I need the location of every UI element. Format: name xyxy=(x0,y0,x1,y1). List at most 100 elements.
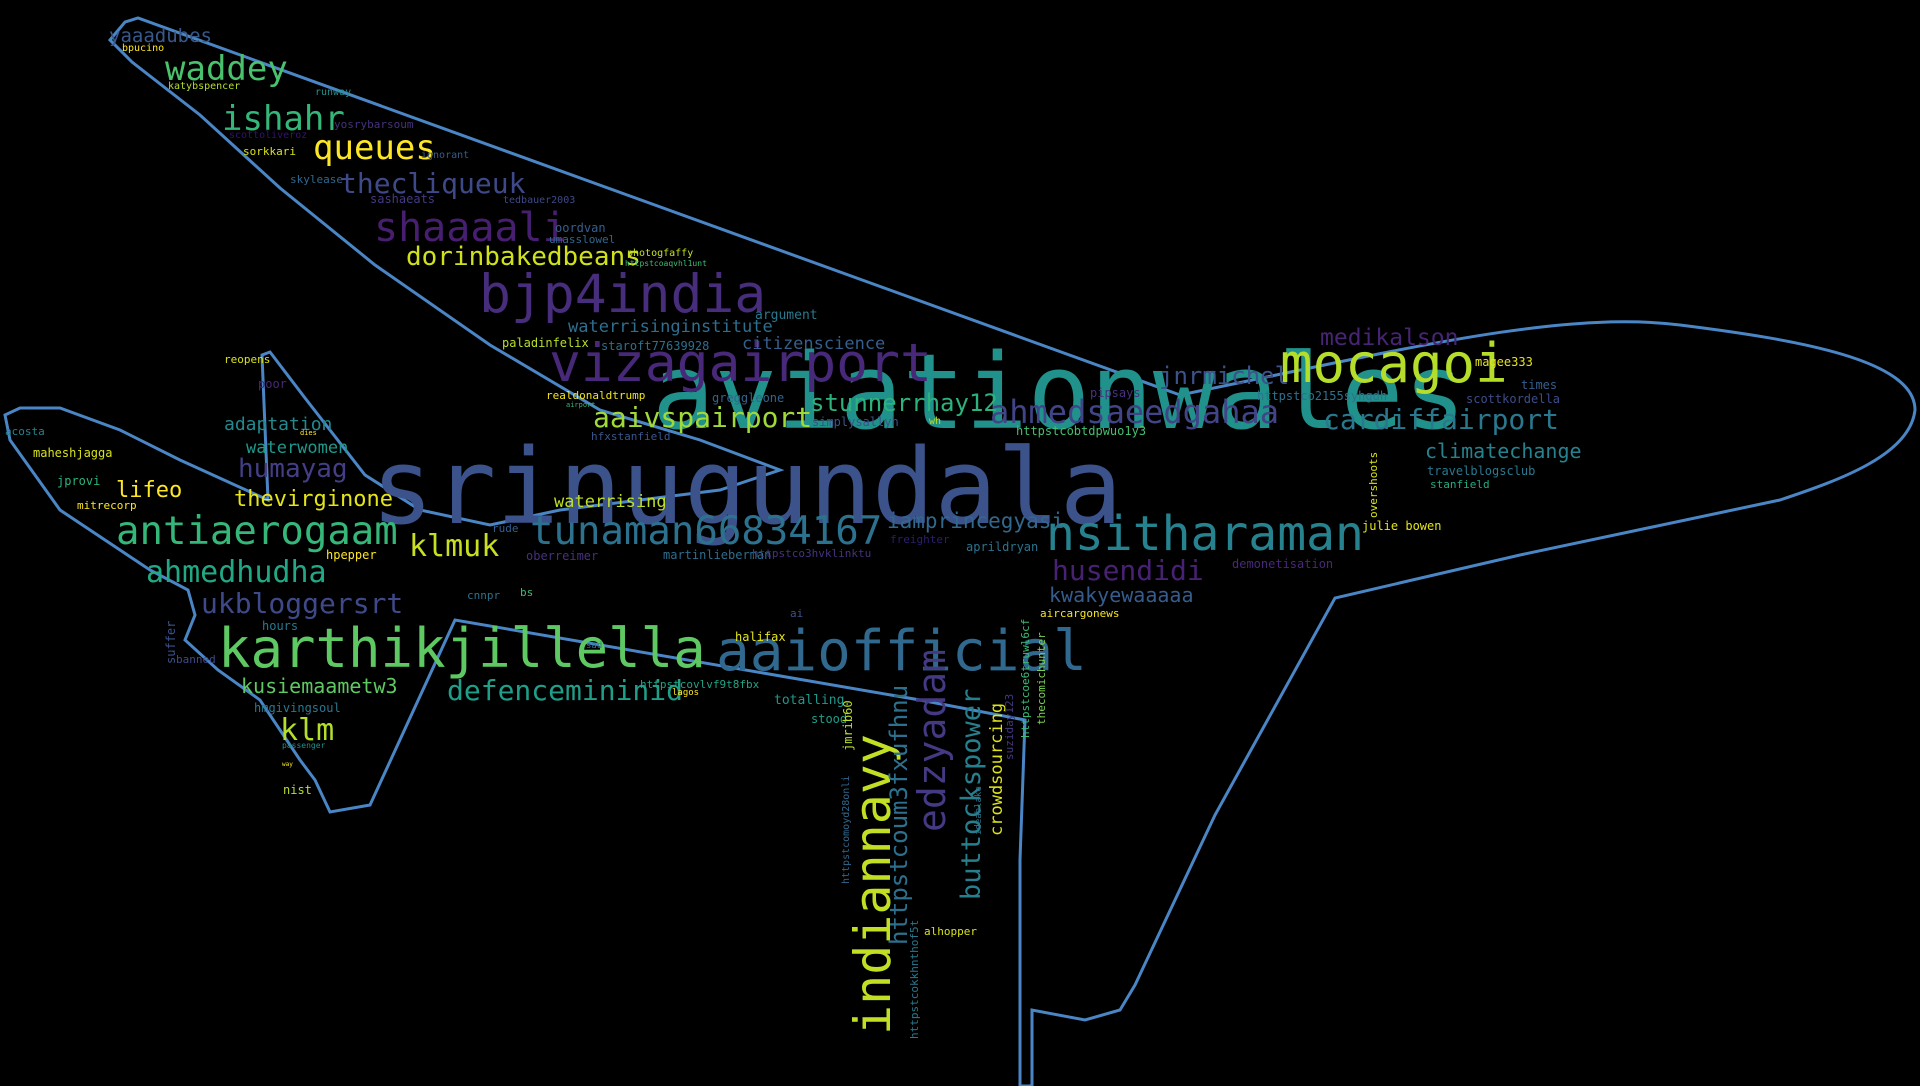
word-freighter: freighter xyxy=(890,533,950,546)
word-climatechange: climatechange xyxy=(1425,439,1582,463)
word-edzyadam: edzyadam xyxy=(910,648,954,832)
word-klmuk: klmuk xyxy=(409,529,500,564)
word-httpstco3hvklinktu: httpstco3hvklinktu xyxy=(752,547,872,560)
word-ignorant: ignorant xyxy=(421,150,470,161)
word-airport: airport xyxy=(566,401,596,409)
word-acosta: acosta xyxy=(5,425,45,438)
word-katybspencer: katybspencer xyxy=(168,81,241,92)
word-klm: klm xyxy=(280,713,335,748)
word-stanfield: stanfield xyxy=(1430,478,1490,491)
word-ahmedsaeedgahaa: ahmedsaeedgahaa xyxy=(990,393,1279,431)
word-oberreimer: oberreimer xyxy=(526,549,599,563)
word-sorkkari: sorkkari xyxy=(243,145,296,158)
word-demonetisation: demonetisation xyxy=(1232,557,1334,571)
word-nist: nist xyxy=(283,783,312,797)
word-juliebowen: julie bowen xyxy=(1362,519,1442,533)
word-jprovi: jprovi xyxy=(57,474,101,488)
word-skylease: skylease xyxy=(290,173,343,186)
word-antiaerogaam: antiaerogaam xyxy=(116,509,398,554)
word-cnnpr: cnnpr xyxy=(467,589,501,602)
word-sashaeats: sashaeats xyxy=(370,192,436,206)
word-yaaadubes: yaaadubes xyxy=(109,25,212,47)
word-way: way xyxy=(282,761,293,768)
word-photogfaffy: photogfaffy xyxy=(627,248,694,259)
word-paladinfelix: paladinfelix xyxy=(502,336,589,350)
word-humayag: humayag xyxy=(238,454,348,484)
word-httpstcoaqvhl1unt: httpstcoaqvhl1unt xyxy=(625,259,707,268)
word-cardiffairport: cardiffairport xyxy=(1323,403,1560,436)
word-stunnerrhay12: stunnerrhay12 xyxy=(810,389,998,417)
word-httpstcokkhnthof5t: httpstcokkhnthof5t xyxy=(908,919,921,1039)
word-ukbloggersrt: ukbloggersrt xyxy=(201,587,404,620)
word-overshoots: overshoots xyxy=(1367,451,1380,518)
word-husendidi: husendidi xyxy=(1052,554,1204,587)
word-defencemininid: defencemininid xyxy=(447,674,684,707)
word-srinugundala: srinugundala xyxy=(371,426,1123,548)
word-wh: wh xyxy=(929,416,942,427)
word-jmrib60: jmrib60 xyxy=(841,700,855,751)
word-scottoliveroz: scottoliveroz xyxy=(229,130,308,141)
word-totalling: totalling xyxy=(774,693,845,708)
word-staroft77639928: staroft77639928 xyxy=(601,339,710,353)
word-adaptation: adaptation xyxy=(224,414,333,435)
word-queues: queues xyxy=(313,128,436,168)
word-magee333: magee333 xyxy=(1475,355,1533,369)
word-yosrybarsoum: yosrybarsoum xyxy=(334,118,414,131)
word-martinlieberman: martinlieberman xyxy=(663,548,772,562)
word-waterrising: waterrising xyxy=(554,492,667,512)
word-aaiofficial: aaiofficial xyxy=(716,619,1087,684)
word-runway: runway xyxy=(315,87,352,98)
word-waterwomen: waterwomen xyxy=(246,438,349,458)
word-suziday123: suziday123 xyxy=(1003,693,1016,760)
word-dorinbakedbeans: dorinbakedbeans xyxy=(406,242,641,272)
word-vizagairport: vizagairport xyxy=(549,333,932,394)
word-kwakyewaaaaa: kwakyewaaaaa xyxy=(1049,583,1194,607)
word-hours: hours xyxy=(262,619,299,633)
word-rude: rude xyxy=(492,522,519,535)
word-dies: dies xyxy=(300,429,317,437)
word-httpstco2155syhgdh: httpstco2155syhgdh xyxy=(1257,389,1388,403)
word-alhopper: alhopper xyxy=(924,925,977,938)
word-scottkordella: scottkordella xyxy=(1466,392,1560,406)
word-bjp4india: bjp4india xyxy=(479,264,767,325)
word-ahmedhudha: ahmedhudha xyxy=(146,555,327,590)
word-tunaman66834167: tunaman66834167 xyxy=(530,509,883,554)
word-greggleone: greggleone xyxy=(712,391,785,405)
word-halifax: halifax xyxy=(735,630,786,644)
word-httpstcovlvf9t8fbx: httpstcovlvf9t8fbx xyxy=(640,678,760,691)
word-maheshjagga: maheshjagga xyxy=(33,446,113,460)
word-aviationwales: aviationwales xyxy=(652,331,1466,453)
word-iamprincegyasi: iamprincegyasi xyxy=(887,509,1065,533)
word-stood: stood xyxy=(811,712,848,726)
word-travelblogsclub: travelblogsclub xyxy=(1427,464,1536,478)
word-waterrisinginstitute: waterrisinginstitute xyxy=(568,317,773,337)
word-kusiemaametw3: kusiemaametw3 xyxy=(241,674,398,698)
word-lagos: lagos xyxy=(672,688,700,698)
word-citizenscience: citizenscience xyxy=(742,334,886,354)
word-banned: banned xyxy=(176,653,216,666)
word-medikalson: medikalson xyxy=(1320,325,1459,351)
word-ishahr: ishahr xyxy=(222,99,345,139)
word-httpstcoe6truwl6cf: httpstcoe6truwl6cf xyxy=(1019,618,1032,738)
word-poor: poor xyxy=(258,377,287,391)
word-thecliqueuk: thecliqueuk xyxy=(340,167,526,200)
word-thevirginone: thevirginone xyxy=(234,487,393,512)
word-bs: bs xyxy=(520,586,534,599)
word-oordvan: oordvan xyxy=(555,221,606,235)
word-sad: sad xyxy=(586,641,603,651)
airplane-silhouette xyxy=(3,16,1917,1086)
word-passenger: passenger xyxy=(282,741,326,750)
word-tedbauer2003: tedbauer2003 xyxy=(503,195,576,206)
word-ai: ai xyxy=(790,607,804,620)
word-aaivspairport: aaivspairport xyxy=(593,401,813,434)
word-argument: argument xyxy=(755,308,818,323)
word-hfxstanfield: hfxstanfield xyxy=(591,430,671,443)
word-karthikjillella: karthikjillella xyxy=(218,617,706,680)
word-nsitharaman: nsitharaman xyxy=(1046,506,1364,562)
word-pipsays: pipsays xyxy=(1090,386,1141,400)
word-jnrmichel: jnrmichel xyxy=(1159,362,1290,390)
word-httpstcoum3fxufhnu: httpstcoum3fxufhnu xyxy=(885,684,913,945)
word-lifeo: lifeo xyxy=(116,478,183,503)
word-hmgivingsoul: hmgivingsoul xyxy=(254,701,341,715)
word-aprildryan: aprildryan xyxy=(966,540,1039,554)
